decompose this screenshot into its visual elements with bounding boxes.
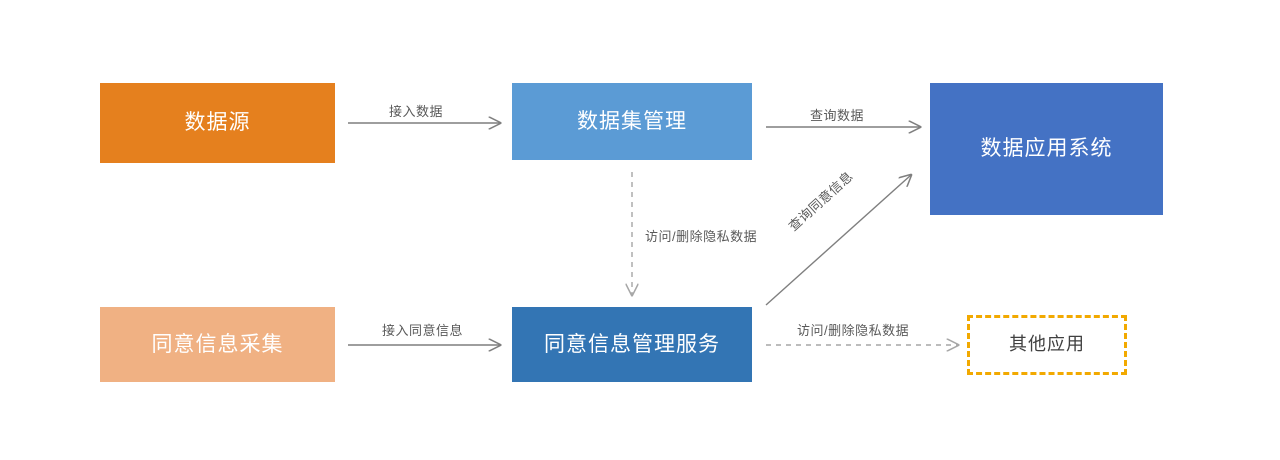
edge-label-query-data: 查询数据	[810, 108, 865, 123]
edge-label-access-delete-private-data-top: 访问/删除隐私数据	[645, 229, 758, 244]
edge-label-ingest-consent-info: 接入同意信息	[382, 323, 464, 338]
node-dataset-management-label: 数据集管理	[577, 109, 687, 133]
node-datasource[interactable]: 数据源	[100, 83, 335, 163]
node-data-application-system[interactable]: 数据应用系统	[930, 83, 1163, 215]
edge-label-query-consent-info: 查询同意信息	[785, 168, 856, 234]
node-consent-collection[interactable]: 同意信息采集	[100, 307, 335, 382]
node-dataset-management[interactable]: 数据集管理	[512, 83, 752, 160]
node-other-applications[interactable]: 其他应用	[967, 315, 1127, 375]
node-data-application-system-label: 数据应用系统	[980, 137, 1113, 161]
node-consent-collection-label: 同意信息采集	[151, 332, 284, 356]
edge-label-access-delete-private-data-bottom: 访问/删除隐私数据	[797, 323, 910, 338]
node-other-applications-label: 其他应用	[1009, 334, 1085, 355]
node-consent-management-service-label: 同意信息管理服务	[544, 332, 720, 356]
node-consent-management-service[interactable]: 同意信息管理服务	[512, 307, 752, 382]
node-datasource-label: 数据源	[184, 111, 251, 135]
edge-label-ingest-data: 接入数据	[389, 104, 444, 119]
